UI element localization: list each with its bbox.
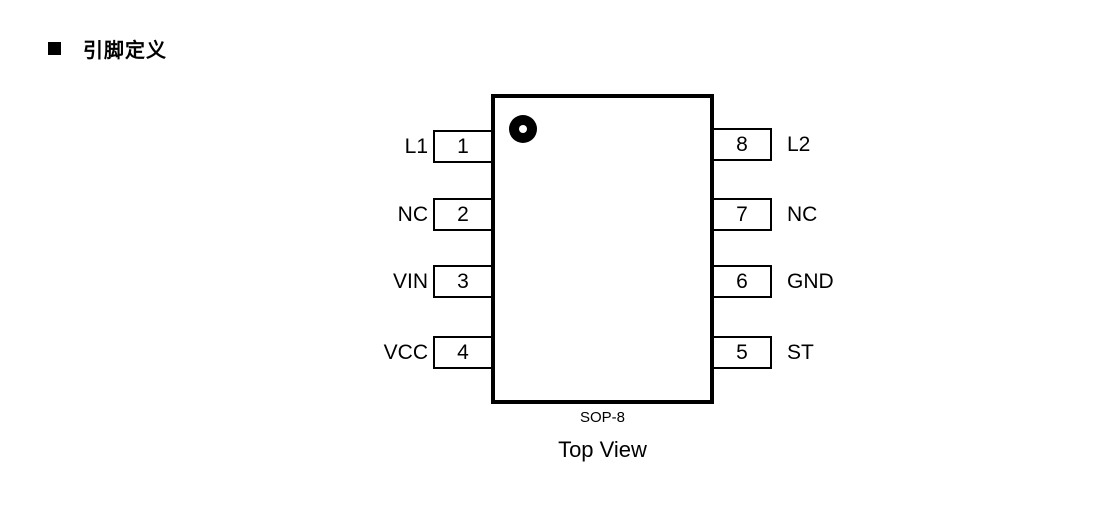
heading-text: 引脚定义 bbox=[83, 38, 167, 62]
pin-4-box: 4 bbox=[433, 336, 491, 369]
pin-8-label: L2 bbox=[787, 133, 811, 156]
pin-3-label: VIN bbox=[392, 270, 428, 293]
chip-body bbox=[491, 94, 714, 404]
section-heading: 引脚定义 bbox=[48, 34, 167, 63]
pin-1-box: 1 bbox=[433, 130, 491, 163]
pin-2-label: NC bbox=[397, 203, 428, 226]
pin-5-number: 5 bbox=[736, 341, 748, 364]
pin-3-box: 3 bbox=[433, 265, 491, 298]
pin-6-label: GND bbox=[787, 270, 834, 293]
pin1-marker-icon bbox=[509, 115, 537, 143]
pin-7-box: 7 bbox=[714, 198, 772, 231]
pin-4-number: 4 bbox=[457, 341, 469, 364]
pin-4-label: VCC bbox=[383, 341, 428, 364]
square-bullet-icon bbox=[48, 42, 61, 55]
package-view: Top View bbox=[558, 437, 647, 462]
pin-6-box: 6 bbox=[714, 265, 772, 298]
pin-5-label: ST bbox=[787, 341, 814, 364]
pin-1-number: 1 bbox=[457, 135, 469, 158]
pin-6-number: 6 bbox=[736, 270, 748, 293]
pin-8-number: 8 bbox=[736, 133, 748, 156]
package-name: SOP-8 bbox=[579, 409, 625, 426]
pin-7-label: NC bbox=[787, 203, 818, 226]
pin-2-number: 2 bbox=[457, 203, 469, 226]
pin-2-box: 2 bbox=[433, 198, 491, 231]
pin-3-number: 3 bbox=[457, 270, 469, 293]
pin-5-box: 5 bbox=[714, 336, 772, 369]
pin-1-label: L1 bbox=[404, 135, 428, 158]
pin-7-number: 7 bbox=[736, 203, 748, 226]
pin-8-box: 8 bbox=[714, 128, 772, 161]
